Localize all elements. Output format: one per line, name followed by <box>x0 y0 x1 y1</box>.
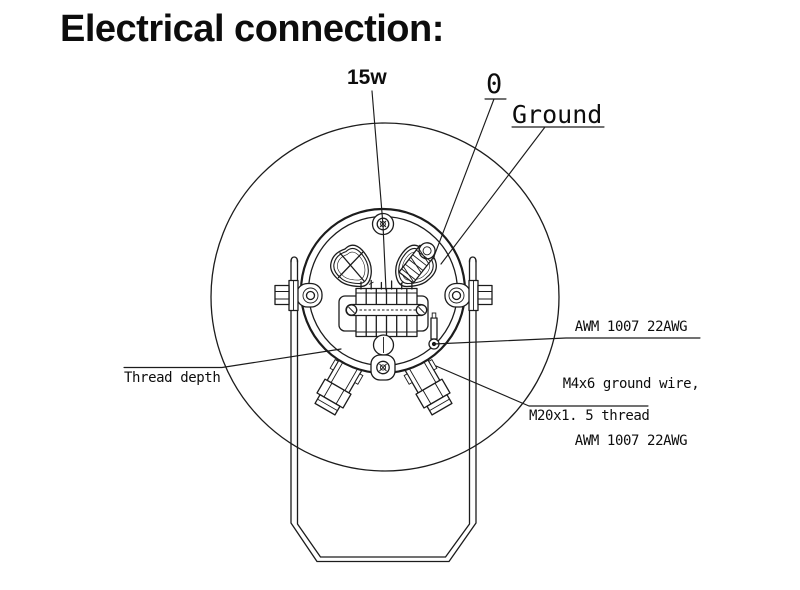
leader-wire-spec <box>433 337 701 345</box>
terminal-block <box>338 279 429 356</box>
bus-bar <box>345 303 428 317</box>
label-wire-spec: AWM 1007 22AWG M4x6 ground wire, AWM 100… <box>556 280 706 489</box>
label-gland-thread: M20x1. 5 thread <box>529 408 650 424</box>
leader-0 <box>432 98 507 260</box>
right-mounting-bolt <box>444 279 493 312</box>
mounting-yoke <box>290 256 477 563</box>
label-zero: 0 <box>486 69 503 100</box>
left-cable-entry-opening <box>330 244 372 288</box>
wire-spec-line3: AWM 1007 22AWG <box>574 433 688 449</box>
wire-spec-line1: AWM 1007 22AWG <box>574 319 688 335</box>
right-entry-ground-connector <box>395 242 437 288</box>
page-title: Electrical connection: <box>60 8 444 50</box>
left-mounting-bolt <box>274 279 323 312</box>
leader-15w <box>371 90 387 291</box>
leader-ground <box>440 126 605 265</box>
leader-lines <box>123 90 701 407</box>
wire-spec-line2: M4x6 ground wire, <box>562 376 700 392</box>
leader-gland-thread <box>435 365 649 407</box>
label-ground: Ground <box>512 100 603 129</box>
label-power: 15w <box>347 66 387 89</box>
bottom-screw <box>370 354 396 381</box>
motor-body-circle <box>210 122 560 472</box>
label-thread-depth: Thread depth <box>124 370 221 386</box>
leader-thread-depth <box>123 348 342 369</box>
